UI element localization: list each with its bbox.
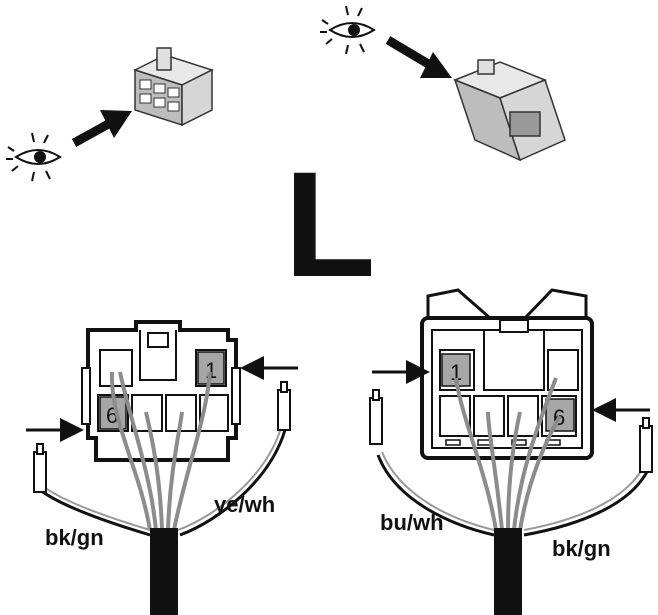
arrow-icon [385, 36, 452, 78]
wire-label-left: bu/wh [380, 510, 444, 535]
eye-icon [6, 132, 62, 182]
wire-label-right: ye/wh [214, 492, 275, 517]
arrow-icon [71, 110, 132, 147]
pin-label-1: 1 [450, 360, 462, 385]
connector-female-icon [133, 47, 214, 127]
wire-label-left: bk/gn [45, 525, 104, 550]
side-letter: L [284, 140, 376, 308]
pin-6-cell [545, 398, 575, 432]
eye-icon [320, 5, 376, 55]
right-connector-diagram: 1 6 [369, 288, 653, 615]
left-connector-diagram: 1 6 bk/gn ye/wh [26, 320, 298, 615]
connector-male-icon [452, 59, 566, 162]
wire-label-right: bk/gn [552, 536, 611, 561]
